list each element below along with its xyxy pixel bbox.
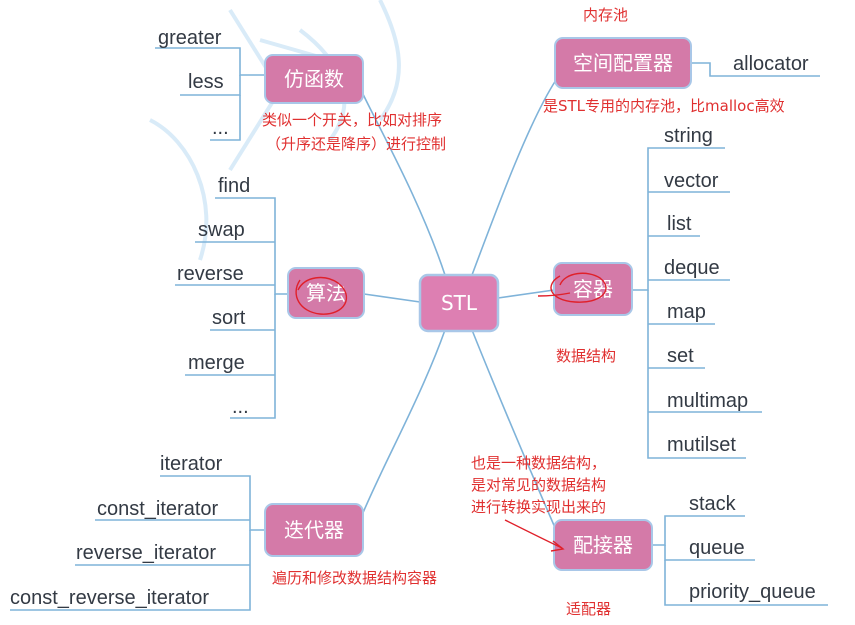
allocator-note: 是STL专用的内存池，比malloc高效: [543, 97, 785, 115]
algorithm-leaf: swap: [198, 219, 245, 241]
algorithm-leaf: find: [218, 175, 250, 197]
iterator-leaf: reverse_iterator: [76, 542, 216, 564]
adapter-leaf: stack: [689, 493, 737, 515]
container-label: 容器: [573, 277, 613, 301]
algorithm-leaves: find swap reverse sort merge ...: [175, 175, 288, 419]
adapter-label: 配接器: [573, 533, 633, 557]
stl-label: STL: [441, 291, 478, 315]
adapter-note: 进行转换实现出来的: [471, 498, 606, 516]
container-leaf: multimap: [667, 390, 748, 412]
container-leaf: vector: [664, 170, 719, 192]
allocator-leaf: allocator: [733, 53, 809, 75]
iterator-label: 迭代器: [284, 518, 344, 542]
container-leaf: list: [667, 213, 692, 235]
adapter-leaves: stack queue priority_queue: [652, 493, 828, 606]
container-node: 容器: [553, 262, 633, 316]
iterator-leaf: const_reverse_iterator: [10, 587, 209, 609]
container-note: 数据结构: [556, 347, 616, 365]
container-leaf: mutilset: [667, 434, 736, 456]
algorithm-leaf: reverse: [177, 263, 244, 285]
main-branches: [359, 79, 557, 531]
container-leaves: string vector list deque map set multima…: [632, 125, 762, 459]
adapter-notes: 也是一种数据结构， 是对常见的数据结构 进行转换实现出来的: [471, 454, 606, 516]
adapter-bottom-note: 适配器: [566, 600, 611, 618]
algorithm-node: 算法: [287, 267, 365, 319]
functor-notes: 类似一个开关，比如对排序 （升序还是降序）进行控制: [262, 111, 446, 153]
functor-note: （升序还是降序）进行控制: [266, 135, 446, 153]
algorithm-leaf: merge: [188, 352, 245, 374]
red-arrow-annotation: [504, 519, 565, 552]
adapter-leaf: queue: [689, 537, 745, 559]
functor-node: 仿函数: [264, 54, 364, 104]
container-leaf: deque: [664, 257, 720, 279]
iterator-leaf: iterator: [160, 453, 223, 475]
stl-center-node: STL: [418, 273, 500, 333]
algorithm-leaf: ...: [232, 396, 249, 418]
allocator-title-note: 内存池: [583, 6, 628, 24]
adapter-node: 配接器: [553, 519, 653, 571]
functor-leaf: less: [188, 71, 224, 93]
container-leaf: map: [667, 301, 706, 323]
adapter-note: 是对常见的数据结构: [471, 476, 606, 494]
allocator-label: 空间配置器: [573, 51, 673, 75]
iterator-leaf: const_iterator: [97, 498, 219, 520]
functor-leaf: ...: [212, 117, 229, 139]
adapter-leaf: priority_queue: [689, 581, 816, 603]
allocator-leaves: allocator: [690, 53, 820, 77]
functor-note: 类似一个开关，比如对排序: [262, 111, 442, 129]
container-leaf: set: [667, 345, 694, 367]
algorithm-leaf: sort: [212, 307, 246, 329]
adapter-note: 也是一种数据结构，: [471, 454, 606, 472]
iterator-note: 遍历和修改数据结构容器: [272, 569, 437, 587]
red-circle-annotation: [295, 272, 607, 315]
container-leaf: string: [664, 125, 713, 147]
iterator-leaves: iterator const_iterator reverse_iterator…: [10, 453, 265, 611]
functor-leaves: greater less ...: [155, 27, 265, 141]
functor-label: 仿函数: [284, 67, 344, 91]
iterator-node: 迭代器: [264, 503, 364, 557]
functor-leaf: greater: [158, 27, 222, 49]
allocator-node: 空间配置器: [554, 37, 692, 89]
